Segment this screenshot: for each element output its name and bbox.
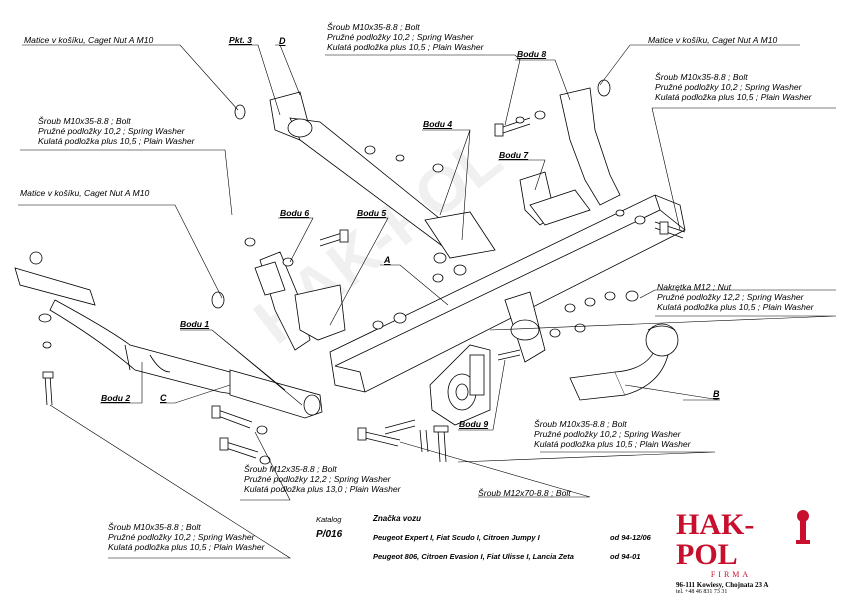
label-bolt-bottom-right-line2: Pružné podložky 10,2 ; Spring Washer — [534, 429, 681, 439]
label-bolt-m12x35-line2: Pružné podložky 12,2 ; Spring Washer — [244, 474, 391, 484]
label-bolt-bottom-right-line1: Šroub M10x35-8.8 ; Bolt — [534, 419, 627, 429]
label-bodu9: Bodu 9 — [459, 419, 489, 429]
label-nut-m12-line3: Kulatá podložka plus 10,5 ; Plain Washer — [657, 302, 814, 312]
vehicle-row-2-name: Peugeot 806, Citroen Evasion I, Fiat Uli… — [373, 552, 574, 561]
label-bolt-right: Šroub M10x35-8.8 ; Bolt Pružné podložky … — [655, 72, 812, 102]
label-bolt-bottom-right: Šroub M10x35-8.8 ; Bolt Pružné podložky … — [534, 419, 691, 449]
label-bolt-m12x35: Šroub M12x35-8.8 ; Bolt Pružné podložky … — [244, 464, 401, 494]
label-c: C — [160, 393, 167, 403]
vehicle-row-2-years: od 94-01 — [610, 552, 641, 561]
label-nut-m12-line1: Nakrętka M12 ; Nut — [657, 282, 732, 292]
leader-lines — [18, 44, 837, 559]
label-bolt-left: Šroub M10x35-8.8 ; Bolt Pružné podložky … — [38, 116, 195, 146]
label-bolt-top-line2: Pružné podložky 10,2 ; Spring Washer — [327, 32, 474, 42]
label-bolt-right-line3: Kulatá podložka plus 10,5 ; Plain Washer — [655, 92, 812, 102]
catalog-label: Katalog — [316, 515, 342, 524]
vehicle-row-1-name: Peugeot Expert I, Fiat Scudo I, Citroen … — [373, 533, 540, 542]
label-bodu8: Bodu 8 — [517, 49, 547, 59]
logo-firm: FIRMA — [710, 570, 752, 579]
label-nut-m12: Nakrętka M12 ; Nut Pružné podložky 12,2 … — [657, 282, 814, 312]
label-bolt-left-line3: Kulatá podložka plus 10,5 ; Plain Washer — [38, 136, 195, 146]
label-bodu1: Bodu 1 — [180, 319, 210, 329]
label-bolt-m12x35-line3: Kulatá podložka plus 13,0 ; Plain Washer — [244, 484, 401, 494]
label-bolt-right-line1: Šroub M10x35-8.8 ; Bolt — [655, 72, 748, 82]
label-bolt-m12x35-line1: Šroub M12x35-8.8 ; Bolt — [244, 464, 337, 474]
plate-bodu4 — [424, 211, 496, 259]
label-d: D — [279, 36, 286, 46]
label-pkt3: Pkt. 3 — [229, 35, 252, 45]
label-nut-top-left: Matice v košíku, Caget Nut A M10 — [24, 35, 154, 45]
label-bolt-top-line3: Kulatá podložka plus 10,5 ; Plain Washer — [327, 42, 484, 52]
label-bodu6: Bodu 6 — [280, 208, 310, 218]
label-nut-m12-line2: Pružné podložky 12,2 ; Spring Washer — [657, 292, 804, 302]
ball-bar — [569, 371, 626, 401]
label-bodu7: Bodu 7 — [499, 150, 529, 160]
vehicle-row-1-years: od 94-12/06 — [610, 533, 651, 542]
label-bodu5: Bodu 5 — [357, 208, 387, 218]
logo-address: 96-111 Kowiesy, Chojnata 23 A — [676, 581, 769, 589]
label-a: A — [384, 255, 391, 265]
label-bolt-m12x70: Šroub M12x70-8.8 ; Bolt — [478, 488, 571, 498]
label-bolt-top-line1: Šroub M10x35-8.8 ; Bolt — [327, 22, 420, 32]
left-plate — [14, 267, 96, 306]
logo-name: HAK-POL — [676, 508, 755, 571]
label-bolt-bottom-left-line3: Kulatá podložka plus 10,5 ; Plain Washer — [108, 542, 265, 552]
tow-ball — [645, 323, 679, 357]
label-bolt-top: Šroub M10x35-8.8 ; Bolt Pružné podložky … — [327, 22, 484, 52]
label-nut-mid-left: Matice v košíku, Caget Nut A M10 — [20, 188, 150, 198]
vehicle-brand-label: Značka vozu — [373, 514, 422, 523]
bracket-bodu5 — [294, 284, 346, 341]
hak-pol-logo: HAK-POL FIRMA 96-111 Kowiesy, Chojnata 2… — [676, 510, 806, 596]
arm-bodu8 — [559, 87, 621, 206]
side-bar-c — [49, 299, 251, 396]
washers — [29, 79, 646, 465]
label-nut-top-right: Matice v košíku, Caget Nut A M10 — [648, 35, 778, 45]
label-b: B — [713, 389, 720, 399]
logo-tel: tel. +48 46 831 73 31 — [676, 589, 728, 595]
catalog-number: P/016 — [316, 529, 343, 540]
label-bolt-bottom-left-line2: Pružné podložky 10,2 ; Spring Washer — [108, 532, 255, 542]
label-bolt-left-line2: Pružné podložky 10,2 ; Spring Washer — [38, 126, 185, 136]
label-bolt-bottom-left: Šroub M10x35-8.8 ; Bolt Pružné podložky … — [108, 522, 265, 552]
label-bolt-bottom-right-line3: Kulatá podložka plus 10,5 ; Plain Washer — [534, 439, 691, 449]
label-bolt-left-line1: Šroub M10x35-8.8 ; Bolt — [38, 116, 131, 126]
label-bolt-bottom-left-line1: Šroub M10x35-8.8 ; Bolt — [108, 522, 201, 532]
label-bolt-right-line2: Pružné podložky 10,2 ; Spring Washer — [655, 82, 802, 92]
label-bodu2: Bodu 2 — [101, 393, 131, 403]
label-bodu4: Bodu 4 — [423, 119, 453, 129]
bolts — [42, 117, 686, 463]
